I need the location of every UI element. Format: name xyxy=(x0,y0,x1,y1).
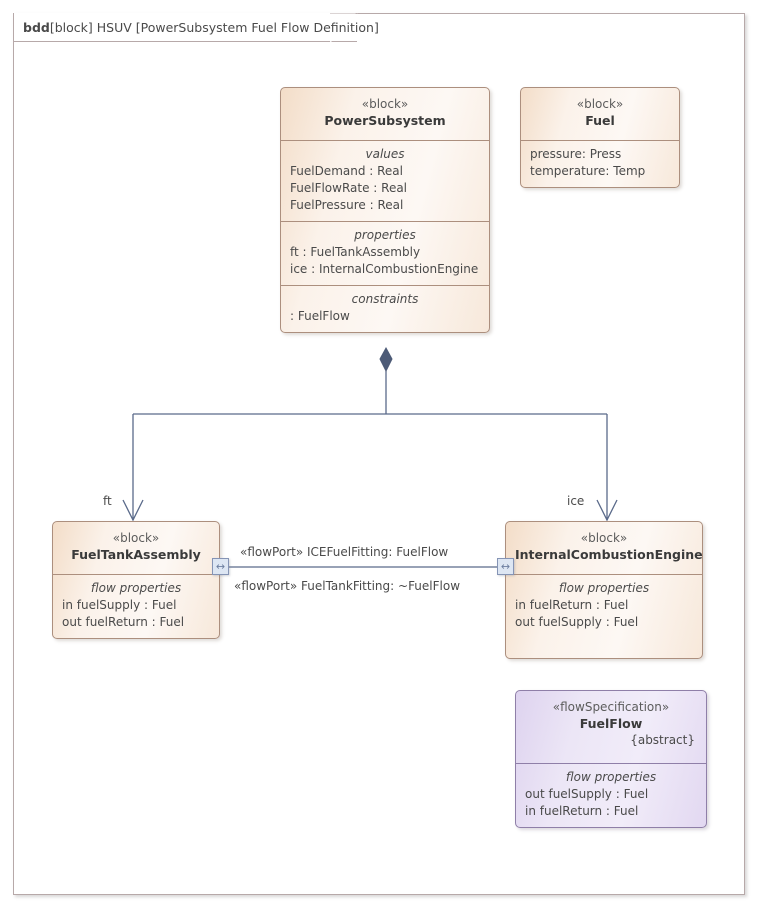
block-power-subsystem[interactable]: «block» PowerSubsystem values FuelDemand… xyxy=(280,87,490,333)
compartment-title: values xyxy=(365,147,405,161)
feature-item: : FuelFlow xyxy=(290,309,350,323)
block-header-fuel-tank-assembly: «block» FuelTankAssembly xyxy=(53,522,219,574)
block-fuel-flow-specification[interactable]: «flowSpecification» FuelFlow {abstract} … xyxy=(515,690,707,828)
compartment-title: constraints xyxy=(351,292,419,306)
stereotype-label: «block» xyxy=(576,97,624,111)
compartment-flow-properties: flow properties out fuelSupply : Fuel in… xyxy=(516,763,706,827)
feature-item: FuelFlowRate : Real xyxy=(290,181,408,195)
bidirectional-arrow-icon: ↔ xyxy=(500,560,511,573)
connector-label-ice-fuel-fitting: «flowPort» ICEFuelFitting: FuelFlow xyxy=(240,545,449,559)
block-name: Fuel xyxy=(585,113,615,128)
block-header-fuel-flow: «flowSpecification» FuelFlow {abstract} xyxy=(516,691,706,763)
compartment-flow-properties: flow properties in fuelReturn : Fuel out… xyxy=(506,574,702,638)
stereotype-label: «block» xyxy=(580,531,628,545)
feature-item: out fuelSupply : Fuel xyxy=(525,787,649,801)
compartment-title: properties xyxy=(354,228,416,242)
feature-item: ft : FuelTankAssembly xyxy=(290,245,421,259)
block-name: InternalCombustionEngine xyxy=(515,547,703,562)
feature-item: FuelDemand : Real xyxy=(290,164,403,178)
association-role-label-ft: ft xyxy=(103,494,112,508)
block-header-fuel: «block» Fuel xyxy=(521,88,679,140)
feature-item: in fuelReturn : Fuel xyxy=(525,804,639,818)
feature-item: ice : InternalCombustionEngine xyxy=(290,262,479,276)
compartment-title: flow properties xyxy=(565,770,657,784)
stereotype-label: «flowSpecification» xyxy=(552,700,670,714)
connector-label-fuel-tank-fitting: «flowPort» FuelTankFitting: ~FuelFlow xyxy=(234,579,461,593)
bidirectional-arrow-icon: ↔ xyxy=(215,560,226,573)
feature-item: FuelPressure : Real xyxy=(290,198,404,212)
block-internal-combustion-engine[interactable]: «block» InternalCombustionEngine flow pr… xyxy=(505,521,703,659)
feature-item: pressure: Press xyxy=(530,147,622,161)
compartment-values: values FuelDemand : Real FuelFlowRate : … xyxy=(281,140,489,221)
block-name: FuelFlow xyxy=(579,716,643,731)
compartment-attributes: pressure: Press temperature: Temp xyxy=(521,140,679,187)
block-fuel[interactable]: «block» Fuel pressure: Press temperature… xyxy=(520,87,680,188)
abstract-marker: {abstract} xyxy=(630,733,695,747)
block-fuel-tank-assembly[interactable]: «block» FuelTankAssembly flow properties… xyxy=(52,521,220,639)
block-header-power-subsystem: «block» PowerSubsystem xyxy=(281,88,489,140)
block-name: PowerSubsystem xyxy=(324,113,446,128)
compartment-title: flow properties xyxy=(558,581,650,595)
flow-port-icon-fuel-tank[interactable]: ↔ xyxy=(212,558,229,575)
diagram-title: [block] HSUV [PowerSubsystem Fuel Flow D… xyxy=(49,20,379,35)
compartment-constraints: constraints : FuelFlow xyxy=(281,285,489,332)
diagram-frame-label: bdd[block] HSUV [PowerSubsystem Fuel Flo… xyxy=(14,14,407,41)
stereotype-label: «block» xyxy=(361,97,409,111)
feature-item: temperature: Temp xyxy=(530,164,646,178)
compartment-title: flow properties xyxy=(90,581,182,595)
feature-item: out fuelReturn : Fuel xyxy=(62,615,185,629)
compartment-flow-properties: flow properties in fuelSupply : Fuel out… xyxy=(53,574,219,638)
flow-port-icon-engine[interactable]: ↔ xyxy=(497,558,514,575)
feature-item: in fuelReturn : Fuel xyxy=(515,598,629,612)
stereotype-label: «block» xyxy=(112,531,160,545)
feature-item: out fuelSupply : Fuel xyxy=(515,615,639,629)
block-name: FuelTankAssembly xyxy=(71,547,201,562)
diagram-kind: bdd xyxy=(23,20,50,35)
feature-item: in fuelSupply : Fuel xyxy=(62,598,177,612)
compartment-properties: properties ft : FuelTankAssembly ice : I… xyxy=(281,221,489,285)
block-header-internal-combustion-engine: «block» InternalCombustionEngine xyxy=(506,522,702,574)
association-role-label-ice: ice xyxy=(567,494,585,508)
